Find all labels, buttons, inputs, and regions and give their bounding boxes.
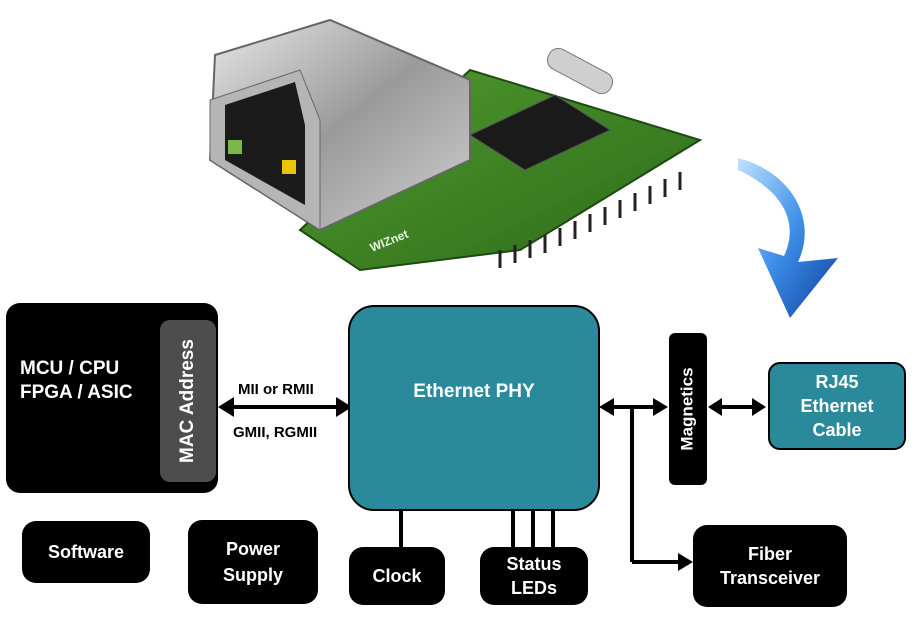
clock-label: Clock — [372, 565, 422, 586]
bus-label-bottom: GMII, RGMII — [233, 424, 318, 441]
clock-block: Clock — [349, 547, 445, 605]
rj45-label: RJ45 — [815, 372, 859, 392]
curved-arrow-icon — [738, 158, 838, 318]
rj45-cable-block: RJ45 Ethernet Cable — [768, 362, 906, 450]
ethernet-phy-label: Ethernet PHY — [413, 381, 535, 402]
fpga-label: FPGA / ASIC — [20, 382, 133, 403]
status-leds-block: Status LEDs — [480, 547, 588, 605]
mac-address-block: MAC Address — [160, 320, 216, 482]
software-label: Software — [47, 541, 125, 562]
connections — [218, 397, 766, 571]
cable-label: Cable — [812, 420, 862, 440]
supply-label: Supply — [222, 565, 283, 585]
mcu-label: MCU / CPU — [20, 358, 120, 379]
transceiver-label: Transceiver — [719, 568, 821, 588]
status-label: Status — [506, 554, 562, 574]
power-label: Power — [225, 539, 281, 559]
magnetics-block: Magnetics — [669, 333, 707, 485]
fiber-transceiver-block: Fiber Transceiver — [693, 525, 847, 607]
ethernet-phy-block: Ethernet PHY — [348, 305, 600, 511]
magnetics-label: Magnetics — [678, 367, 698, 451]
bus-label-top: MII or RMII — [238, 381, 314, 398]
power-supply-block: Power Supply — [188, 520, 318, 604]
rj45-jack — [208, 18, 471, 232]
mac-address-label: MAC Address — [177, 339, 198, 463]
leds-label: LEDs — [510, 578, 557, 598]
pcb-board — [298, 47, 703, 272]
ethernet-label: Ethernet — [800, 396, 874, 416]
software-block: Software — [22, 521, 150, 583]
fiber-label: Fiber — [747, 544, 792, 564]
